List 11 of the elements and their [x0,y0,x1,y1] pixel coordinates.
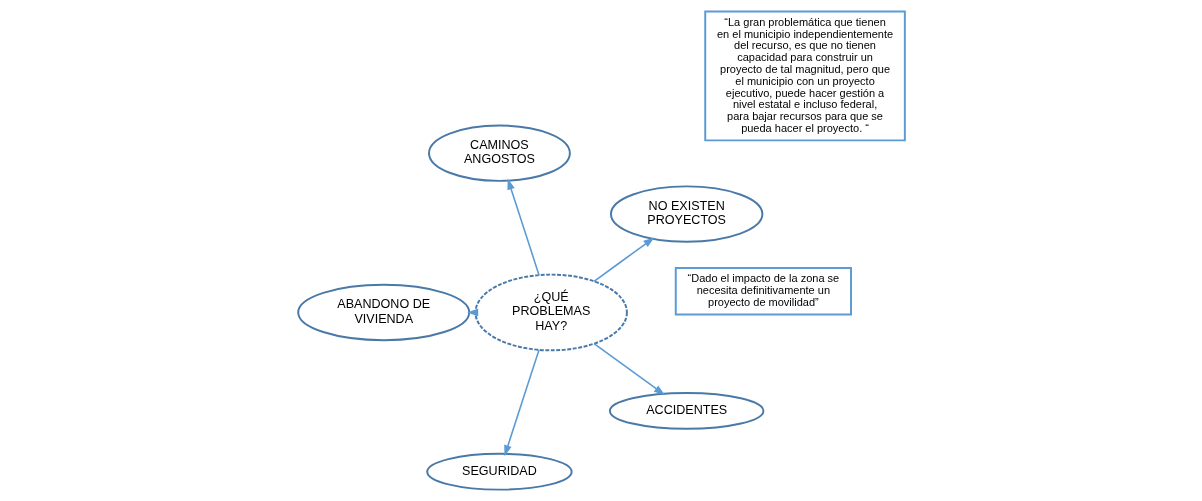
arrow [503,349,540,457]
node-ellipse: SEGURIDAD [425,452,573,491]
node-box: “Dado el impacto de la zona se necesita definitivamente un proyecto de movilidad” [674,267,852,316]
arrow [592,237,654,283]
node-ellipse: CAMINOS ANGOSTOS [427,124,571,182]
arrow [592,342,665,396]
node-ellipse: ACCIDENTES [608,392,764,430]
node-ellipse: NO EXISTEN PROYECTOS [609,185,763,243]
arrow [506,178,540,276]
node-box: “La gran problemática que tienen en el municipio independientemente del recurso, es que no tienen capacidad para construir un proyecto de tal magnitud, pero que el municipio con un proyecto ejecutivo, puede hacer gestión a nivel estatal e incluso federal, para bajar recursos para que se pueda hacer el proyecto. “ [703,10,906,142]
node-ellipse: ABANDONO DE VIVIENDA [296,283,470,342]
